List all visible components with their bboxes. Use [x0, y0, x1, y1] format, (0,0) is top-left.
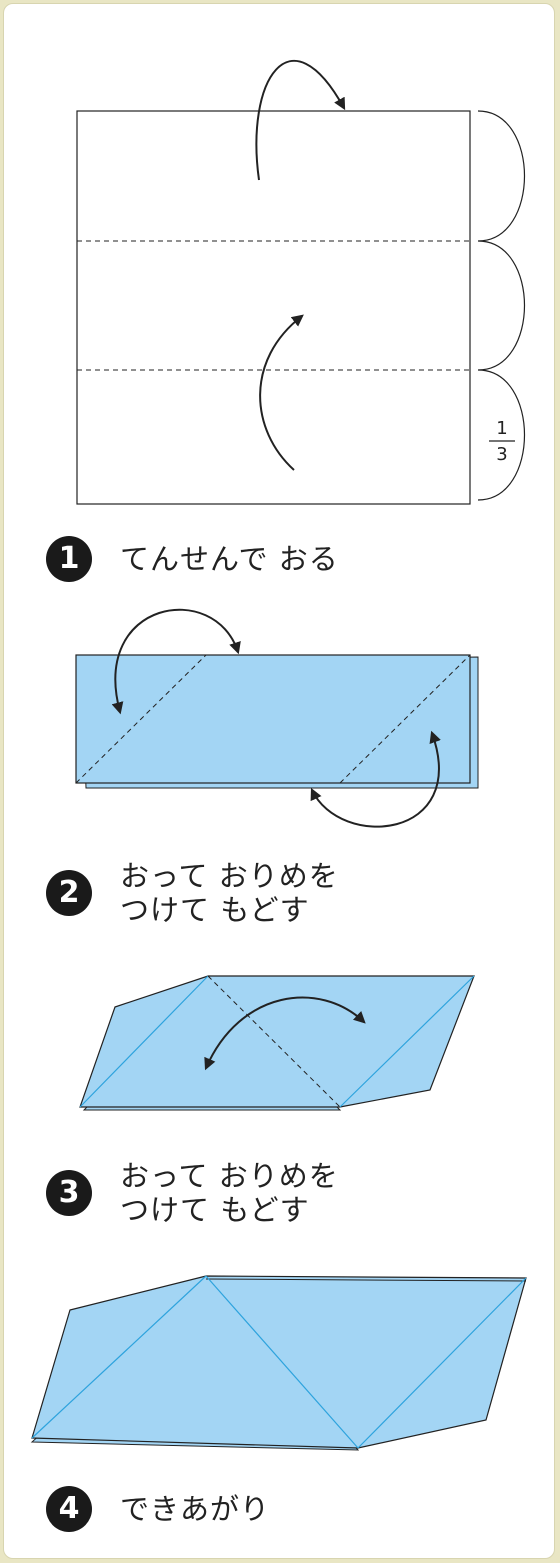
step3-arrow-double: [204, 996, 366, 1071]
step4-crease-center: [205, 1275, 359, 1449]
step3-caption: おって おりめを つけて もどす: [120, 1159, 339, 1227]
step2-arrow-left: [111, 608, 241, 715]
step1-caption: てんせんで おる: [120, 542, 339, 576]
step4-caption-text: できあがり: [120, 1492, 271, 1526]
step2-caption: おって おりめを つけて もどす: [120, 859, 339, 927]
step3-caption-line2: つけて もどす: [120, 1193, 310, 1227]
step2-paper-strip: [75, 654, 471, 784]
step1-label: 1 てんせんで おる: [46, 536, 339, 582]
step2-arrow-right: [310, 730, 441, 828]
step3-crease-right: [339, 975, 475, 1108]
step4-edge-top-layer: [205, 1278, 527, 1282]
step1-fraction-numerator: 1: [496, 418, 507, 439]
step1-arrow-top-fold-back: [255, 59, 346, 181]
step2-number-badge: 2: [46, 870, 92, 916]
step3-label: 3 おって おりめを つけて もどす: [46, 1159, 339, 1227]
step1-fraction-denominator: 3: [496, 444, 507, 465]
step3-number-badge: 3: [46, 1170, 92, 1216]
step3-figure: [79, 975, 475, 1111]
step4-crease-right: [357, 1277, 527, 1449]
step3-caption-line1: おって おりめを: [120, 1159, 339, 1193]
step1-number-badge: 1: [46, 536, 92, 582]
step4-label: 4 できあがり: [46, 1486, 270, 1532]
step4-crease-left: [31, 1275, 207, 1439]
step4-caption: できあがり: [120, 1492, 270, 1526]
step1-paper-square: [76, 110, 471, 505]
step2-figure: [75, 608, 479, 828]
step2-label: 2 おって おりめを つけて もどす: [46, 859, 339, 927]
step1-caption-text: てんせんで おる: [120, 542, 339, 576]
step2-caption-line2: つけて もどす: [120, 893, 310, 927]
step1-thirds-bracket: [477, 110, 526, 501]
step3-crease-left: [79, 975, 209, 1108]
step2-caption-line1: おって おりめを: [120, 859, 339, 893]
step4-number-badge: 4: [46, 1486, 92, 1532]
step1-arrow-bottom-fold-up: [259, 314, 304, 471]
step4-figure: [30, 1275, 527, 1451]
step3-paper-parallelogram: [79, 975, 475, 1108]
step4-paper-finished: [31, 1275, 527, 1449]
step2-fold-line-left: [75, 654, 207, 784]
step1-figure: 1 3: [76, 59, 526, 505]
